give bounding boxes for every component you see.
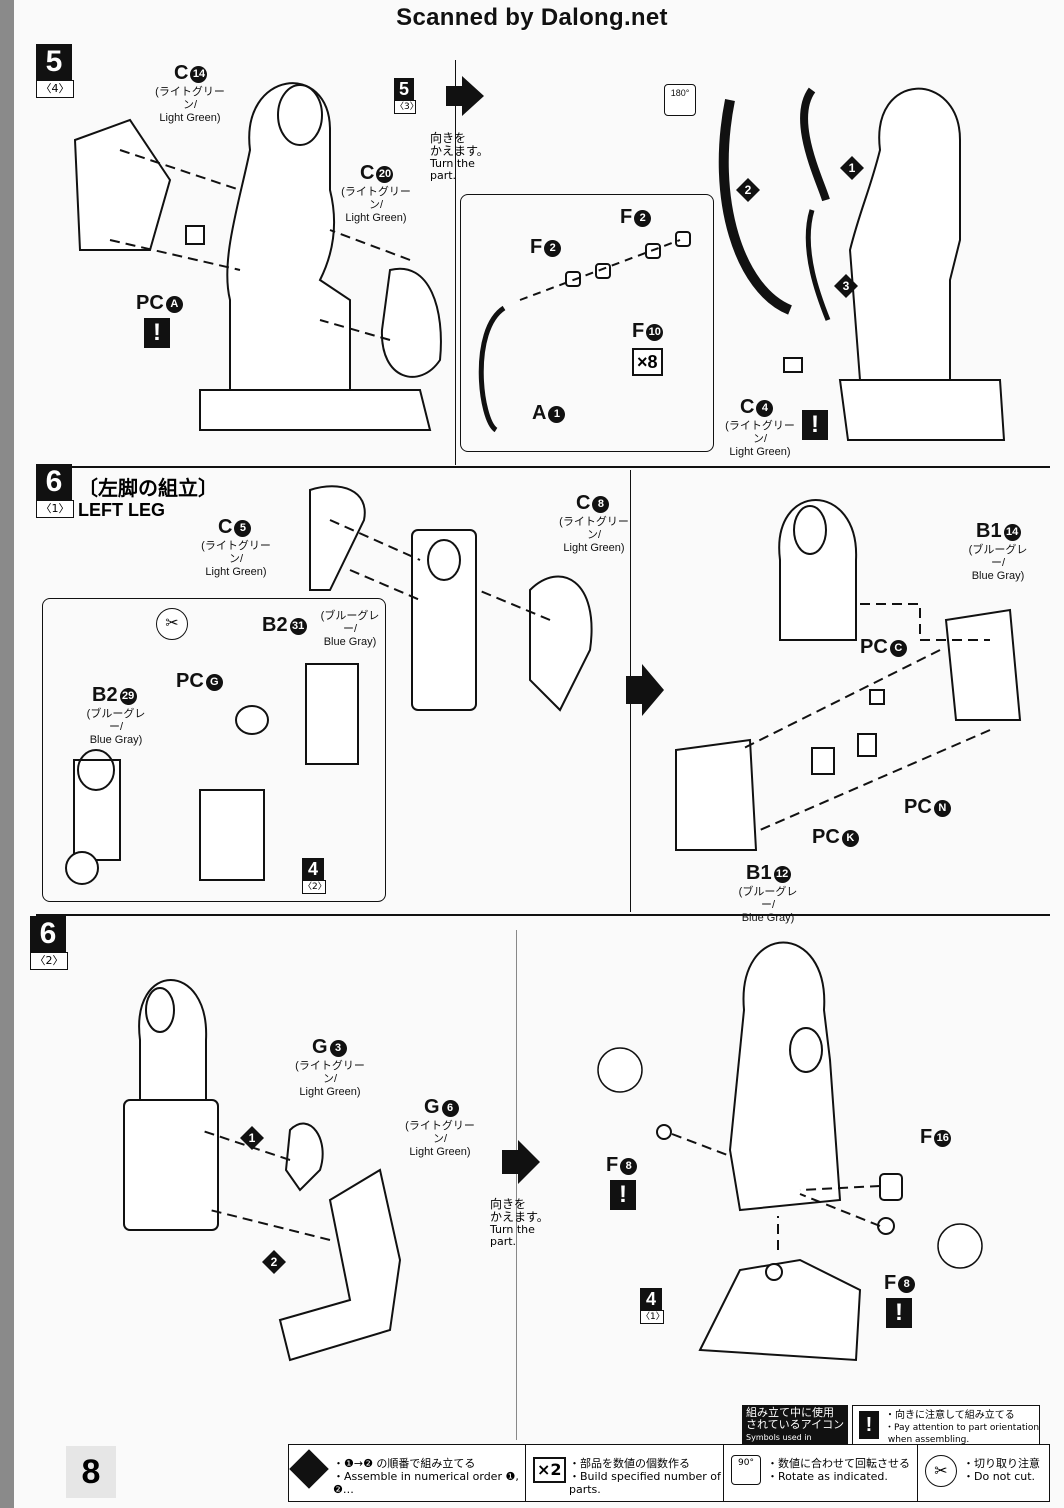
- attention-icon: !: [610, 1180, 636, 1210]
- attention-icon: !: [886, 1298, 912, 1328]
- multiplier-icon: ×2: [533, 1457, 566, 1483]
- legend-count: ×2 ・部品を数値の個数作る・Build specified number of…: [527, 1445, 724, 1501]
- do-not-cut-icon: ✂: [925, 1455, 957, 1487]
- substep-label: 〈1〉: [36, 500, 74, 518]
- section-title-en: LEFT LEG: [78, 500, 165, 520]
- order-mark-2: 2: [745, 183, 752, 197]
- legend-order: ・❶→❷ の順番で組み立てる・Assemble in numerical ord…: [289, 1445, 526, 1501]
- part-color-c5: (ライトグリーン/Light Green): [201, 540, 271, 578]
- icon-legend-bar: ・❶→❷ の順番で組み立てる・Assemble in numerical ord…: [288, 1444, 1050, 1502]
- part-color-b1-12: (ブルーグレー/Blue Gray): [738, 886, 798, 924]
- reference-step-badge: 4: [640, 1288, 662, 1310]
- order-mark-2: 2: [271, 1255, 278, 1269]
- cord-assembly-inset: [460, 194, 714, 452]
- reference-substep-badge: 〈3〉: [394, 100, 419, 114]
- divider-step5-step6: [36, 466, 1050, 468]
- attention-icon: !: [802, 410, 828, 440]
- page-number: 8: [66, 1446, 116, 1498]
- part-color-c8: (ライトグリーン/Light Green): [559, 516, 629, 554]
- divider-step6-1-step6-2: [36, 914, 1050, 916]
- order-diamond-icon: [289, 1449, 329, 1489]
- attention-legend: ! ・向きに注意して組み立てる・Pay attention to part or…: [852, 1405, 1040, 1447]
- attention-icon: !: [144, 318, 170, 348]
- knee-assembly-inset: [42, 598, 386, 902]
- legend-cut: ✂ ・切り取り注意・Do not cut.: [919, 1445, 1049, 1501]
- order-mark-1: 1: [249, 1131, 256, 1145]
- reference-substep-badge: 〈1〉: [640, 1310, 665, 1324]
- part-color-c20: (ライトグリーン/Light Green): [341, 186, 411, 224]
- divider-step5-halves: [455, 60, 456, 465]
- turn-the-part-note: 向きを かえます。Turn the part.: [430, 131, 489, 182]
- substep-label: 〈4〉: [36, 80, 74, 98]
- substep-label: 〈2〉: [30, 952, 68, 970]
- part-color-b1-14: (ブルーグレー/Blue Gray): [968, 544, 1028, 582]
- legend-rotate: 90° ・数値に合わせて回転させる・Rotate as indicated.: [725, 1445, 918, 1501]
- step-number: 5: [36, 44, 72, 80]
- part-color-b2-31: (ブルーグレー/Blue Gray): [320, 610, 380, 648]
- order-mark-3: 3: [843, 279, 850, 293]
- scan-credit: Scanned by Dalong.net: [396, 4, 668, 31]
- attention-icon: !: [859, 1411, 879, 1439]
- reference-step-badge: 5: [394, 78, 414, 100]
- reference-step-badge: 4: [302, 858, 324, 880]
- order-mark-1: 1: [849, 161, 856, 175]
- step-number: 6: [30, 916, 66, 952]
- rotate-180-icon: 180°: [664, 84, 696, 116]
- divider-step6-2-halves: [516, 930, 517, 1440]
- step-number: 6: [36, 464, 72, 500]
- part-color-c4: (ライトグリーン/Light Green): [725, 420, 795, 458]
- part-color-g6: (ライトグリーン/Light Green): [405, 1120, 475, 1158]
- part-color-g3: (ライトグリーン/Light Green): [295, 1060, 365, 1098]
- do-not-cut-icon: ✂: [156, 608, 188, 640]
- part-color-c14: (ライトグリーン/Light Green): [155, 86, 225, 124]
- multiplier-x8: ×8: [632, 348, 663, 376]
- section-title-jp: 〔左脚の組立〕: [78, 476, 218, 500]
- turn-the-part-note: 向きを かえます。Turn the part.: [490, 1197, 549, 1248]
- reference-substep-badge: 〈2〉: [302, 880, 327, 894]
- part-color-b2-29: (ブルーグレー/Blue Gray): [86, 708, 146, 746]
- rotate-icon: 90°: [731, 1455, 761, 1485]
